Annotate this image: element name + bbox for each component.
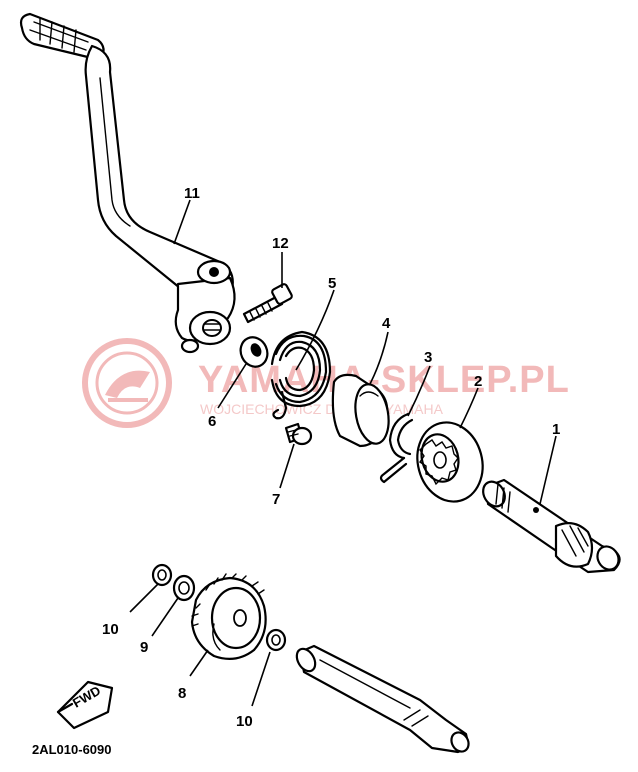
torsion-spring-part	[270, 330, 332, 420]
callout-4: 4	[382, 315, 391, 332]
seal-part	[239, 336, 269, 368]
callout-9: 9	[140, 639, 148, 656]
watermark-logo	[82, 338, 172, 428]
stopper-bolt-part	[284, 422, 313, 446]
callout-10-upper: 10	[102, 621, 119, 638]
circlip-upper-part	[151, 563, 173, 587]
callout-11: 11	[184, 185, 200, 202]
idler-shaft-part	[295, 644, 470, 754]
idler-gear-part	[190, 573, 267, 661]
diagram-code: 2AL010-6090	[32, 742, 112, 757]
washer-part	[172, 574, 196, 602]
leader-lines	[129, 199, 557, 707]
kick-crank-part	[19, 12, 236, 354]
ratchet-wheel-part	[416, 421, 484, 503]
callout-1: 1	[552, 421, 560, 438]
kick-axle-part	[482, 478, 621, 574]
callout-2: 2	[474, 373, 482, 390]
callout-3: 3	[424, 349, 432, 366]
circlip-lower-part	[265, 628, 287, 652]
callout-10-lower: 10	[236, 713, 253, 730]
callout-12: 12	[272, 235, 289, 252]
spring-guide-part	[331, 373, 390, 448]
callout-5: 5	[328, 275, 336, 292]
callout-labels: 1 2 3 4 5 6 7 8 9 10 10 11 12	[102, 185, 560, 730]
callout-8: 8	[178, 685, 186, 702]
bolt-part	[242, 283, 293, 324]
callout-6: 6	[208, 413, 216, 430]
callout-7: 7	[272, 491, 280, 508]
fwd-arrow-icon: FWD	[56, 680, 114, 730]
clip-part	[379, 412, 414, 484]
